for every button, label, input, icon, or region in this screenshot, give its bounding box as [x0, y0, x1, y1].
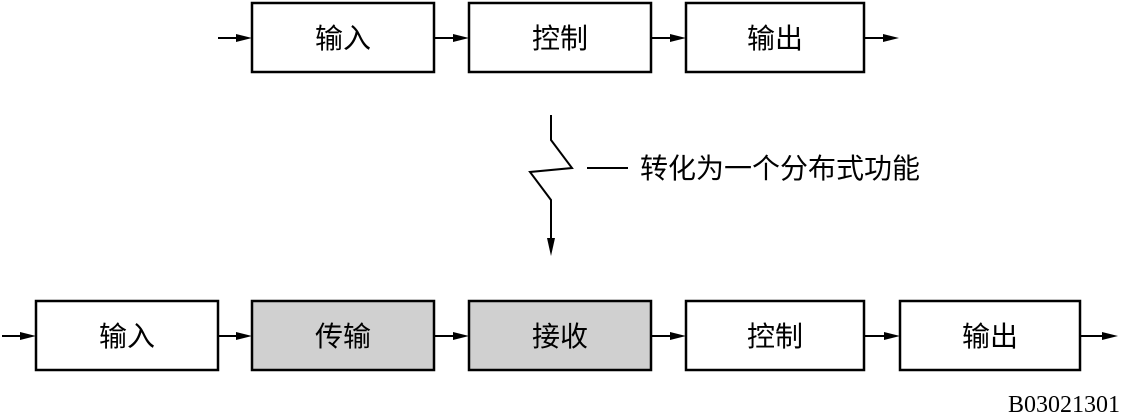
top-arrow-2-head	[670, 34, 686, 42]
bottom-box-receive-label: 接收	[532, 320, 588, 353]
bottom-box-transmit-label: 传输	[315, 320, 371, 353]
top-box-control-label: 控制	[532, 22, 588, 55]
transform-connector: 转化为一个分布式功能	[528, 115, 920, 256]
top-arrow-1-head	[453, 34, 469, 42]
bottom-arrow-2-head	[453, 332, 469, 340]
top-box-output-label: 输出	[747, 22, 803, 55]
transform-arrowhead	[547, 238, 555, 256]
bottom-input-arrowhead	[20, 332, 36, 340]
bottom-row: 输入 传输 接收 控制 输出	[2, 299, 1118, 372]
figure-code: B03021301	[1008, 392, 1120, 417]
transform-annotation: 转化为一个分布式功能	[640, 152, 920, 185]
bottom-box-control-label: 控制	[747, 320, 803, 353]
bottom-output-arrowhead	[1102, 332, 1118, 340]
top-box-control	[467, 1, 653, 74]
bottom-box-output-label: 输出	[962, 320, 1018, 353]
bottom-box-input-label: 输入	[99, 320, 155, 353]
bottom-box-input	[34, 299, 220, 372]
top-input-arrowhead	[236, 34, 252, 42]
top-output-arrowhead	[883, 34, 899, 42]
bottom-box-transmit	[250, 299, 436, 372]
top-row: 输入 控制 输出	[218, 1, 899, 74]
bottom-arrow-4-head	[884, 332, 900, 340]
top-box-input-label: 输入	[315, 22, 371, 55]
bottom-arrow-3-head	[670, 332, 686, 340]
bottom-arrow-1-head	[236, 332, 252, 340]
bottom-box-receive	[467, 299, 653, 372]
bottom-box-control	[684, 299, 866, 372]
bottom-box-output	[898, 299, 1082, 372]
top-box-output	[684, 1, 866, 74]
zigzag-line	[528, 115, 574, 240]
